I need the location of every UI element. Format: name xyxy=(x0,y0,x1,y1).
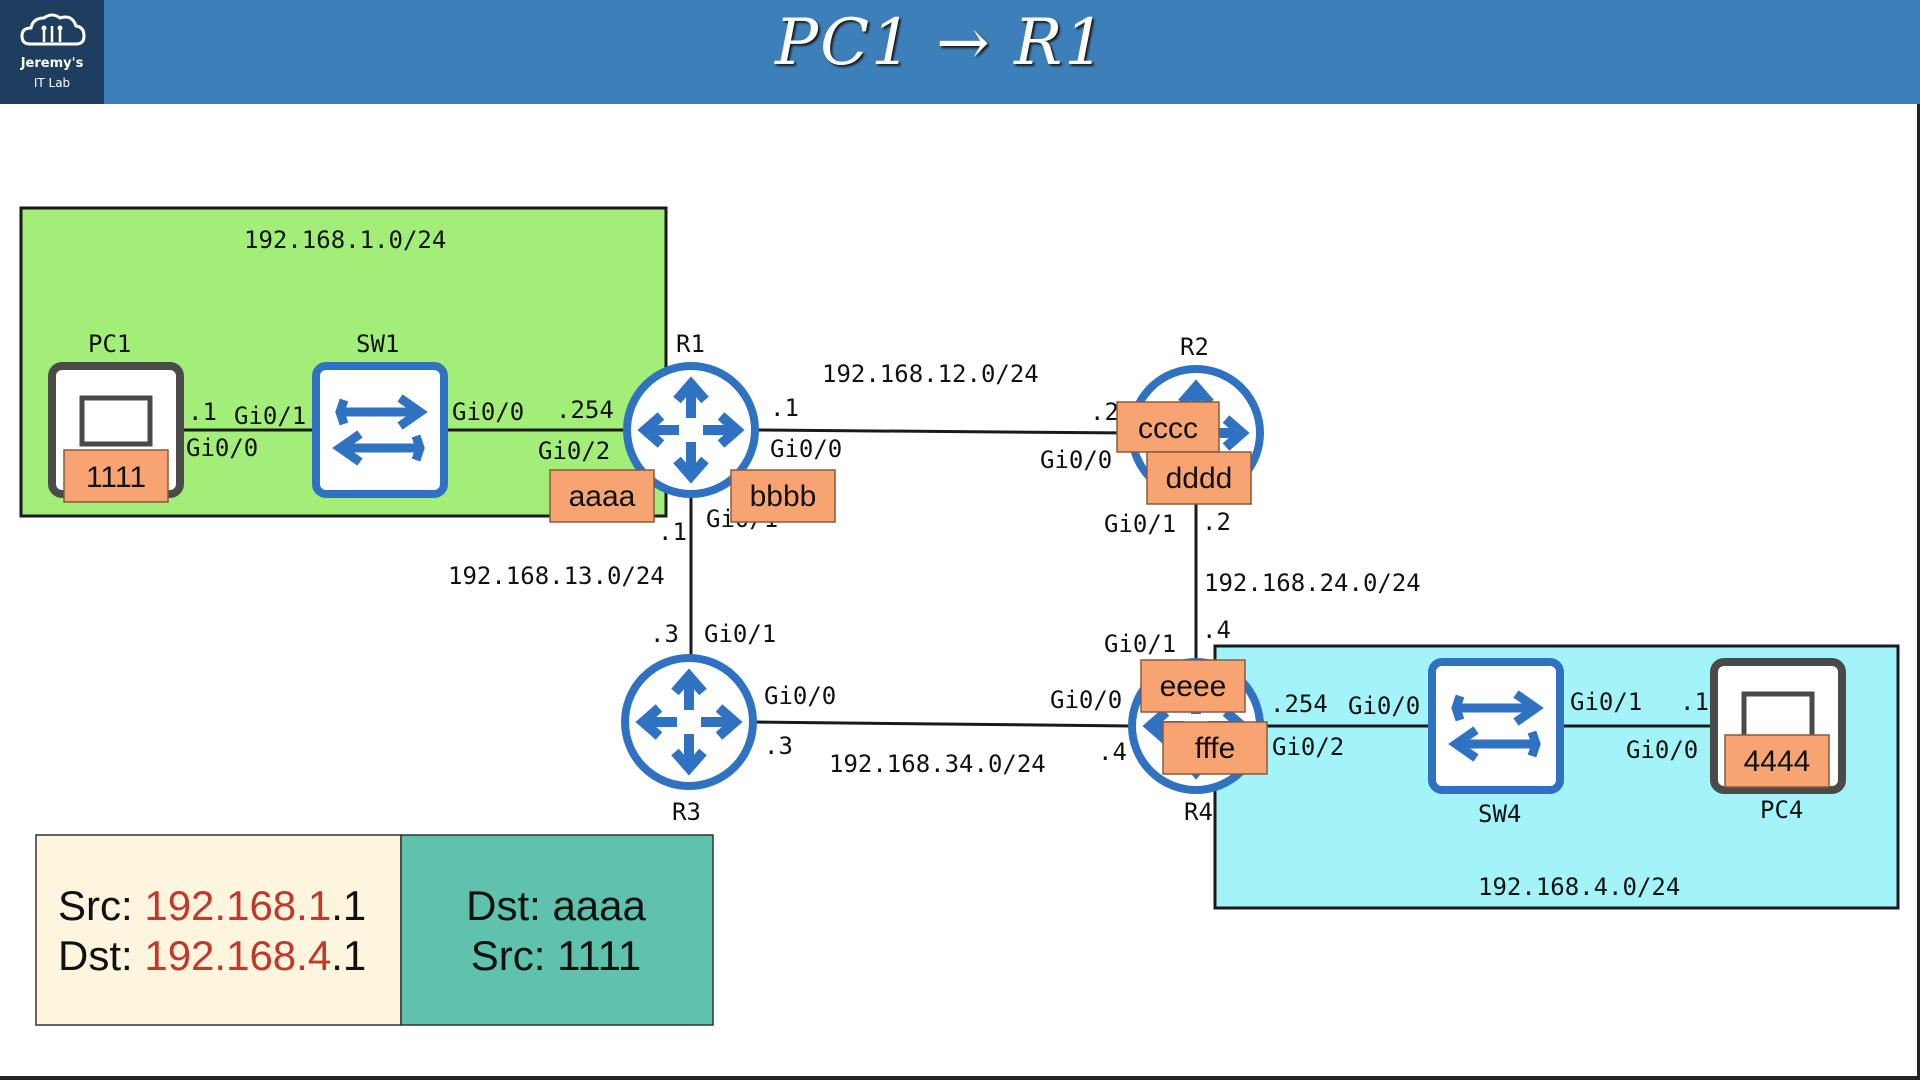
mac-label-r4-lan: fffe xyxy=(1162,721,1268,775)
mac-text-r1-r2: bbbb xyxy=(750,480,817,513)
r2-r4-interface-label: Gi0/1 xyxy=(1104,510,1176,538)
mac-label-pc4: 4444 xyxy=(1724,734,1830,788)
logo-line-1: Jeremy's xyxy=(20,56,84,71)
pc1-ip-label: .1 xyxy=(188,398,217,426)
r1-r2-ip-label: .1 xyxy=(770,394,799,422)
ethernet-header-box: Dst: aaaa Src: 1111 xyxy=(400,834,714,1026)
cloud-logo-icon xyxy=(20,13,86,46)
pc4-ip-label: .1 xyxy=(1680,688,1709,716)
title-bar xyxy=(0,0,1920,104)
r3-r4-ip-label: .3 xyxy=(764,732,793,760)
ip-src-host: .1 xyxy=(331,882,366,929)
network-label-r2-r4: 192.168.24.0/24 xyxy=(1204,569,1421,597)
r4-r2-ip-label: .4 xyxy=(1202,616,1231,644)
ip-dst-host: .1 xyxy=(331,932,366,979)
device-name-pc1: PC1 xyxy=(88,330,131,358)
ip-dst-label: Dst: xyxy=(58,932,144,979)
mac-label-r1-r2: bbbb xyxy=(730,469,836,523)
r1-lan-interface-label: Gi0/2 xyxy=(538,437,610,465)
network-label-lan1: 192.168.1.0/24 xyxy=(244,226,446,254)
ip-src-line: Src: 192.168.1.1 xyxy=(58,882,366,929)
network-label-r1-r3: 192.168.13.0/24 xyxy=(448,562,665,590)
r4-r2-interface-label: Gi0/1 xyxy=(1104,630,1176,658)
network-label-r3-r4: 192.168.34.0/24 xyxy=(829,750,1046,778)
mac-label-r2-r4: dddd xyxy=(1146,451,1252,505)
device-name-r4: R4 xyxy=(1184,798,1213,826)
mac-text-r4-lan: fffe xyxy=(1195,732,1236,765)
sw4-pc-interface-label: Gi0/1 xyxy=(1570,688,1642,716)
link-r1-r2 xyxy=(755,428,1133,435)
mac-text-r2-r4: dddd xyxy=(1166,462,1233,495)
r4-lan-ip-label: .254 xyxy=(1270,690,1328,718)
sw1-pc-interface-label: Gi0/1 xyxy=(234,402,306,430)
r3-r1-ip-label: .3 xyxy=(650,620,679,648)
mac-text-pc4: 4444 xyxy=(1744,745,1811,778)
logo: Jeremy's IT Lab xyxy=(0,0,104,104)
device-name-pc4: PC4 xyxy=(1760,796,1803,824)
mac-label-r4-r2: eeee xyxy=(1140,659,1246,713)
sw1-r1-interface-label: Gi0/0 xyxy=(452,398,524,426)
sw1-switch-icon[interactable] xyxy=(316,366,444,494)
r4-r3-interface-label: Gi0/0 xyxy=(1050,686,1122,714)
page-title: PC1 → R1 xyxy=(775,6,1107,80)
sw4-switch-icon[interactable] xyxy=(1432,662,1560,790)
logo-line-2: IT Lab xyxy=(33,76,71,90)
r4-lan-interface-label: Gi0/2 xyxy=(1272,733,1344,761)
device-name-r3: R3 xyxy=(672,798,701,826)
r1-lan-ip-label: .254 xyxy=(556,396,614,424)
right-border xyxy=(1917,104,1920,1080)
mac-label-r2-r1: cccc xyxy=(1116,401,1220,453)
mac-text-r1-lan: aaaa xyxy=(569,480,636,513)
r3-r4-interface-label: Gi0/0 xyxy=(764,682,836,710)
device-name-r1: R1 xyxy=(676,330,705,358)
link-r3-r4 xyxy=(751,720,1133,728)
network-label-r1-r2: 192.168.12.0/24 xyxy=(822,360,1039,388)
r3-router-icon[interactable] xyxy=(625,658,753,786)
device-name-r2: R2 xyxy=(1180,333,1209,361)
r1-r2-interface-label: Gi0/0 xyxy=(770,435,842,463)
pc1-interface-label: Gi0/0 xyxy=(186,434,258,462)
eth-dst-line: Dst: aaaa xyxy=(466,882,646,929)
ip-header-box: Src: 192.168.1.1 Dst: 192.168.4.1 xyxy=(35,834,402,1026)
r1-r3-ip-label: .1 xyxy=(658,518,687,546)
mac-text-r4-r2: eeee xyxy=(1160,670,1227,703)
ip-dst-network: 192.168.4 xyxy=(144,932,331,979)
eth-src-line: Src: 1111 xyxy=(471,932,641,979)
ip-dst-line: Dst: 192.168.4.1 xyxy=(58,932,366,979)
ip-src-network: 192.168.1 xyxy=(144,882,331,929)
network-label-lan4: 192.168.4.0/24 xyxy=(1478,873,1680,901)
sw4-r4-interface-label: Gi0/0 xyxy=(1348,692,1420,720)
bottom-border xyxy=(0,1076,1920,1080)
mac-label-r1-lan: aaaa xyxy=(549,469,655,523)
pc4-interface-label: Gi0/0 xyxy=(1626,736,1698,764)
r2-r1-ip-label: .2 xyxy=(1090,398,1119,426)
mac-text-pc1: 1111 xyxy=(86,461,146,494)
mac-text-r2-r1: cccc xyxy=(1138,412,1198,445)
r2-r4-ip-label: .2 xyxy=(1202,508,1231,536)
device-name-sw1: SW1 xyxy=(356,330,399,358)
r2-r1-interface-label: Gi0/0 xyxy=(1040,446,1112,474)
device-name-sw4: SW4 xyxy=(1478,800,1521,828)
r4-r3-ip-label: .4 xyxy=(1098,738,1127,766)
mac-label-pc1: 1111 xyxy=(63,449,169,503)
r3-r1-interface-label: Gi0/1 xyxy=(704,620,776,648)
ip-src-label: Src: xyxy=(58,882,144,929)
